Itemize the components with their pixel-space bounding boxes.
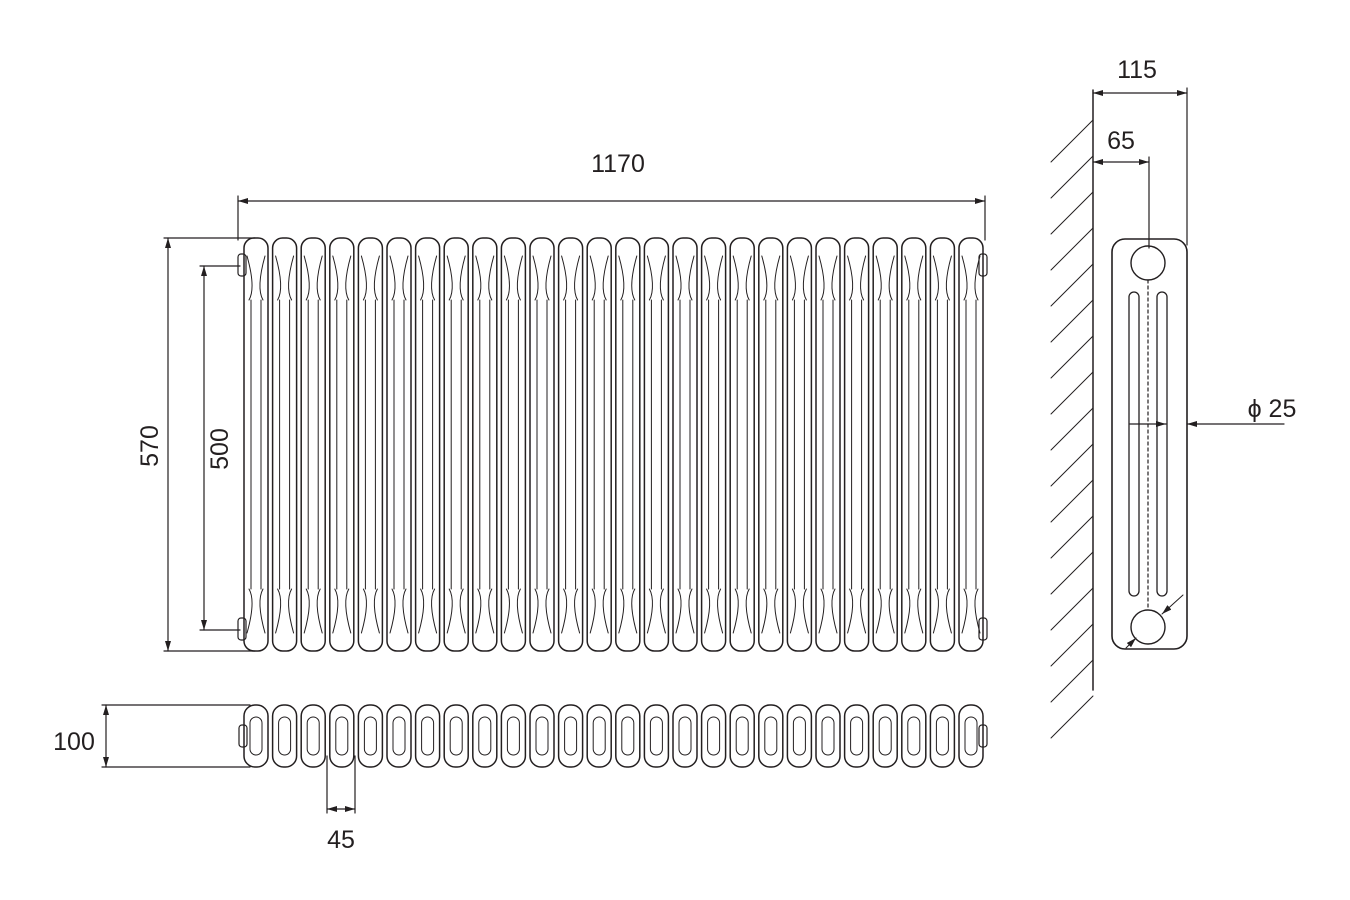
- top-view-section: [586, 704, 612, 768]
- top-view-section: [672, 704, 698, 768]
- top-view-section: [958, 704, 984, 768]
- end-plug: [237, 617, 247, 641]
- wall: [1050, 89, 1094, 739]
- top-view-section: [643, 704, 670, 768]
- top-view-section: [729, 704, 755, 768]
- radiator-column: [872, 237, 898, 652]
- radiator-column: [472, 237, 498, 652]
- radiator-column: [901, 237, 927, 652]
- radiator-column: [815, 237, 841, 652]
- side-view-section: [1111, 238, 1188, 650]
- top-view-section: [815, 704, 841, 768]
- dimension-pipe-diameter: ϕ 25: [1129, 395, 1297, 427]
- radiator-column: [529, 237, 555, 652]
- dimension-label-overall-width: 1170: [591, 150, 645, 178]
- radiator-column: [786, 237, 813, 652]
- top-view-section: [872, 704, 898, 768]
- dimension-overall-depth: 115: [1092, 56, 1188, 246]
- upper-pipe-bore: [1130, 245, 1166, 281]
- dimension-section-pitch: 45: [326, 755, 356, 854]
- top-view-section: [557, 704, 584, 768]
- top-view-section: [929, 704, 956, 768]
- dimension-wall-to-pipe-center: 65: [1092, 127, 1150, 249]
- dimension-label-section-depth: 100: [53, 728, 95, 756]
- radiator-column: [758, 237, 784, 652]
- top-view-section: [386, 704, 412, 768]
- dimension-section-depth: 100: [53, 704, 251, 768]
- radiator-column: [929, 237, 956, 652]
- end-plug: [238, 724, 248, 748]
- radiator-column: [586, 237, 612, 652]
- radiator-column: [243, 237, 269, 652]
- dimension-label-wall-to-pipe-center: 65: [1107, 127, 1135, 155]
- top-view-section: [901, 704, 927, 768]
- top-view-section: [443, 704, 469, 768]
- top-view-section: [615, 704, 641, 768]
- top-view-section: [357, 704, 384, 768]
- top-view-section: [500, 704, 527, 768]
- radiator-column: [386, 237, 412, 652]
- top-view: [238, 704, 988, 768]
- radiator-column: [500, 237, 527, 652]
- top-view-section: [843, 704, 870, 768]
- end-plug: [237, 253, 247, 277]
- radiator-column: [300, 237, 326, 652]
- top-view-section: [300, 704, 326, 768]
- top-view-section: [472, 704, 498, 768]
- dimension-label-overall-height: 570: [136, 425, 164, 467]
- dimension-overall-width: 1170: [237, 150, 986, 241]
- radiator-column: [672, 237, 698, 652]
- radiator-column: [700, 237, 727, 652]
- wall-hatching: [1050, 119, 1094, 739]
- top-view-section: [329, 704, 355, 768]
- dimension-overall-height: 570: [136, 237, 256, 652]
- radiator-column: [557, 237, 584, 652]
- radiator-column: [958, 237, 984, 652]
- radiator-column: [357, 237, 384, 652]
- dimension-label-pipe-center-height: 500: [206, 428, 234, 470]
- top-view-section: [786, 704, 813, 768]
- dimension-label-overall-depth: 115: [1117, 56, 1157, 84]
- radiator-column: [643, 237, 670, 652]
- dimension-label-section-pitch: 45: [327, 826, 355, 854]
- radiator-column: [329, 237, 355, 652]
- radiator-column: [729, 237, 755, 652]
- dimension-pipe-center-height: 500: [199, 265, 241, 631]
- top-view-section: [758, 704, 784, 768]
- top-view-section: [700, 704, 727, 768]
- top-view-section: [243, 704, 269, 768]
- dimension-label-pipe-diameter: ϕ 25: [1248, 395, 1297, 423]
- lower-pipe-bore: [1130, 609, 1166, 645]
- top-view-section: [529, 704, 555, 768]
- radiator-column: [615, 237, 641, 652]
- radiator-column: [414, 237, 441, 652]
- radiator-column: [271, 237, 298, 652]
- radiator-column: [443, 237, 469, 652]
- top-view-section: [271, 704, 298, 768]
- radiator-column: [843, 237, 870, 652]
- top-view-section: [414, 704, 441, 768]
- front-view: [237, 237, 988, 652]
